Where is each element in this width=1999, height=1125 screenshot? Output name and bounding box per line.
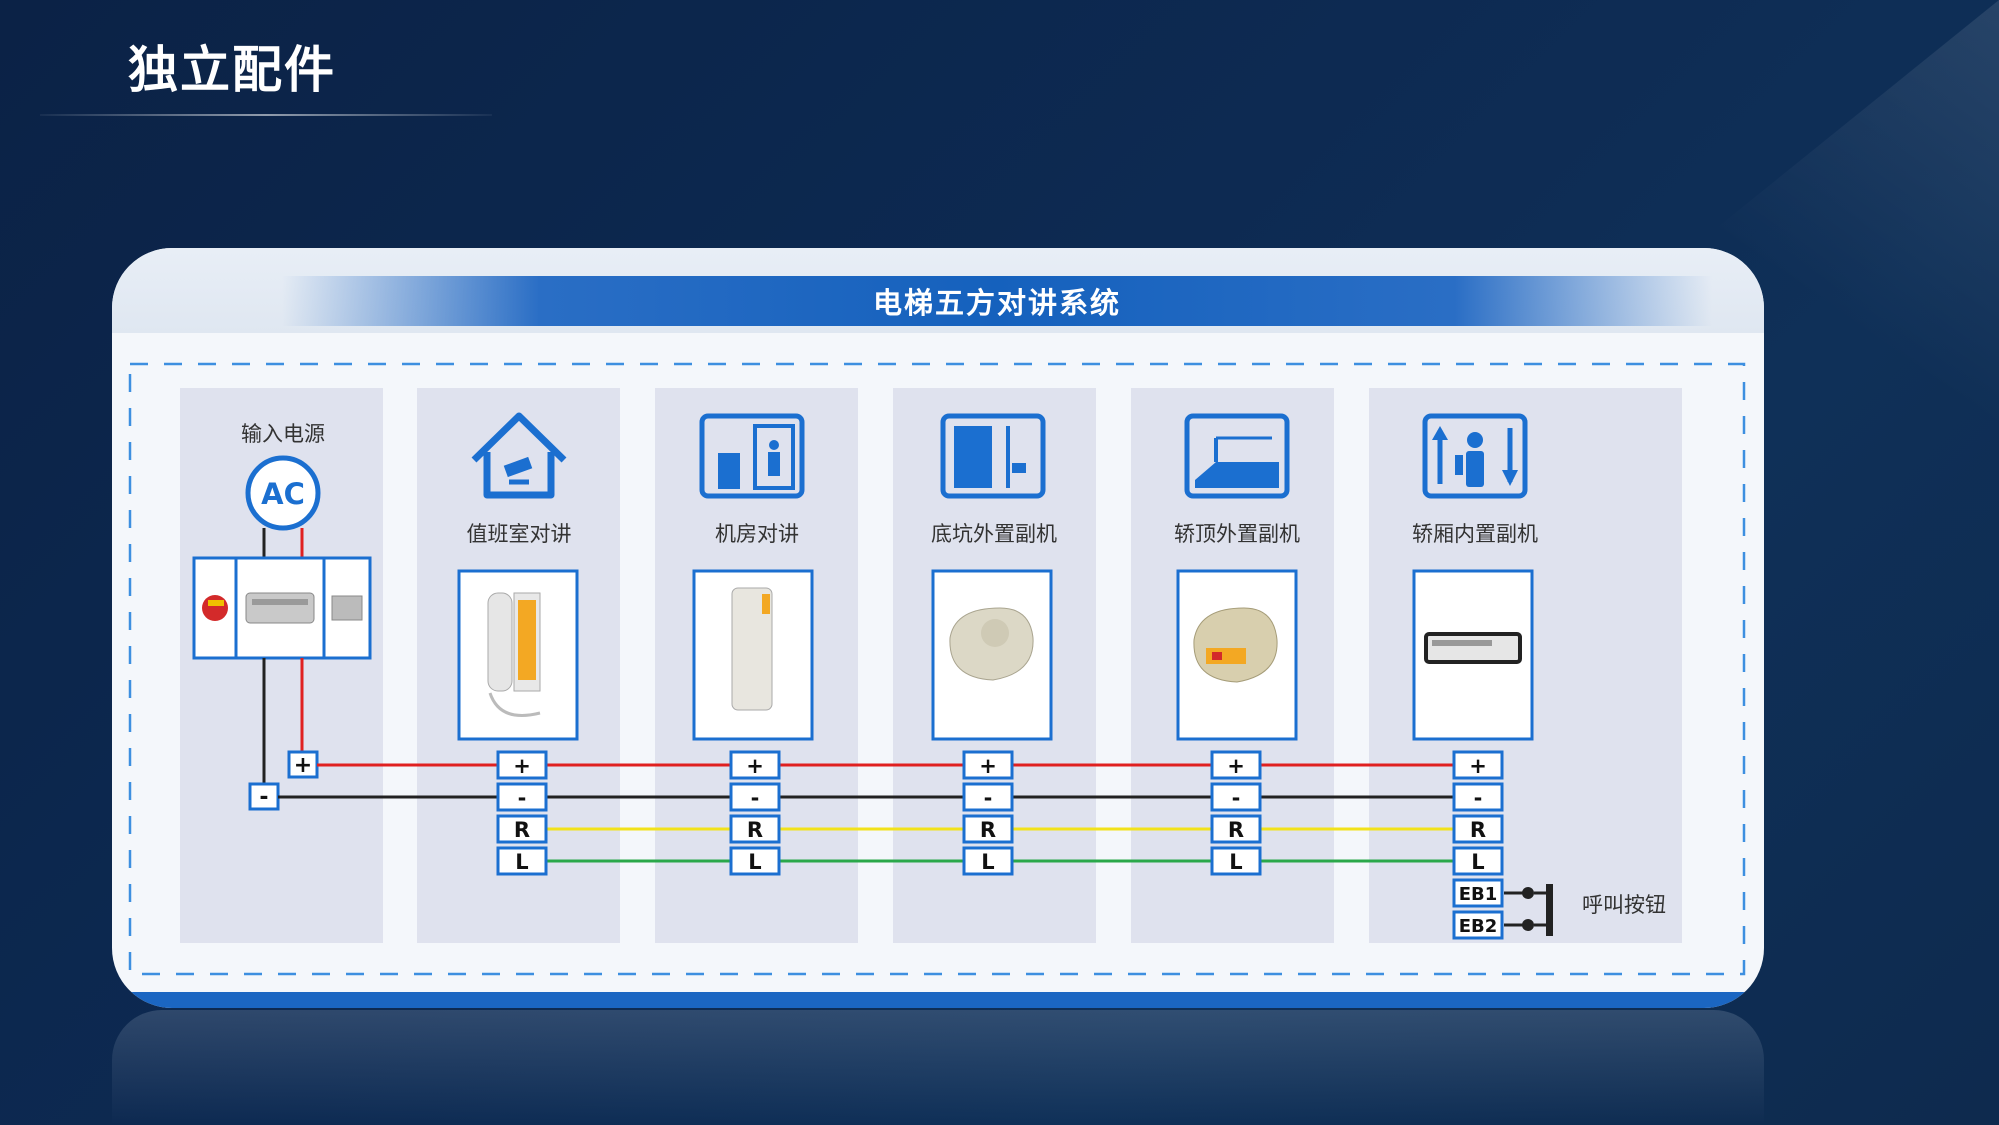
- house-camera-icon: [471, 412, 567, 499]
- pit-room-icon: [940, 413, 1046, 499]
- machine-room-icon: [699, 413, 805, 499]
- device-roof-speaker: [1176, 569, 1298, 741]
- terminal-label: -: [1474, 786, 1483, 810]
- power-supply-device: [192, 556, 372, 660]
- terminal-box: [1452, 814, 1504, 844]
- terminal-label-eb1: EB1: [1459, 884, 1498, 905]
- terminal-label-eb2: EB2: [1459, 916, 1498, 937]
- terminal-box: [729, 750, 781, 780]
- terminal-label: -: [1232, 786, 1241, 810]
- terminal-box: [729, 782, 781, 812]
- device-pit-speaker: [931, 569, 1053, 741]
- wiring-diagram: 输入电源 AC + -: [128, 362, 1746, 976]
- terminal-box: [496, 846, 548, 876]
- terminal-label: R: [514, 818, 530, 842]
- station-label-2: 机房对讲: [715, 522, 799, 546]
- terminal-label: +: [1227, 754, 1245, 778]
- station-label-1: 值班室对讲: [467, 522, 572, 546]
- terminal-box: [962, 846, 1014, 876]
- terminal-box: [1210, 846, 1262, 876]
- terminal-box: [1210, 782, 1262, 812]
- station-label-4: 轿顶外置副机: [1174, 522, 1300, 546]
- terminal-box-eb1: [1452, 878, 1504, 908]
- terminal-box: [962, 750, 1014, 780]
- terminal-label: -: [518, 786, 527, 810]
- terminal-box: [1452, 750, 1504, 780]
- terminal-box: [729, 814, 781, 844]
- station-label-5: 轿厢内置副机: [1412, 522, 1538, 546]
- elevator-car-icon: [1422, 413, 1528, 499]
- terminal-box: [962, 782, 1014, 812]
- terminal-label: -: [751, 786, 760, 810]
- terminal-box: [729, 846, 781, 876]
- card-reflection: [112, 1010, 1764, 1125]
- station-label-3: 底坑外置副机: [931, 522, 1057, 546]
- device-wall-handset: [692, 569, 814, 741]
- call-button-symbol: [1546, 884, 1553, 936]
- title-underline: [40, 114, 492, 116]
- terminal-label: R: [747, 818, 763, 842]
- ac-badge-text: AC: [261, 477, 305, 511]
- terminal-box: [962, 814, 1014, 844]
- terminal-label: -: [984, 786, 993, 810]
- eb1-node: [1522, 887, 1534, 899]
- diagram-title-banner: 电梯五方对讲系统: [282, 276, 1712, 326]
- device-car-module: [1412, 569, 1534, 741]
- terminal-box: [1210, 750, 1262, 780]
- terminal-label: R: [1228, 818, 1244, 842]
- diagram-title: 电梯五方对讲系统: [872, 286, 1121, 320]
- terminal-box: [496, 782, 548, 812]
- terminal-label: L: [515, 850, 528, 874]
- terminal-label: L: [748, 850, 761, 874]
- terminal-box: [1452, 782, 1504, 812]
- terminal-label: R: [980, 818, 996, 842]
- card-bottom-band: [112, 992, 1764, 1008]
- power-label: 输入电源: [241, 422, 325, 446]
- ac-badge: [245, 455, 321, 531]
- power-terminal-minus-label: -: [259, 785, 268, 810]
- car-roof-icon: [1184, 413, 1290, 499]
- power-terminal-plus-label: +: [294, 753, 312, 778]
- terminal-box: [1210, 814, 1262, 844]
- device-desk-intercom: [457, 569, 579, 741]
- terminal-label: +: [746, 754, 764, 778]
- terminal-label: +: [1469, 754, 1487, 778]
- terminal-label: +: [979, 754, 997, 778]
- terminal-box: [1452, 846, 1504, 876]
- terminal-box: [496, 814, 548, 844]
- terminal-label: L: [981, 850, 994, 874]
- dashed-frame: [128, 362, 1746, 976]
- terminal-label: L: [1471, 850, 1484, 874]
- page-title: 独立配件: [128, 41, 336, 99]
- eb2-node: [1522, 919, 1534, 931]
- terminal-label: +: [513, 754, 531, 778]
- diagram-card: 电梯五方对讲系统 输入电源 AC + -: [112, 248, 1764, 1008]
- terminal-label: L: [1229, 850, 1242, 874]
- terminal-box: [496, 750, 548, 780]
- terminal-label: R: [1470, 818, 1486, 842]
- call-button-label: 呼叫按钮: [1582, 893, 1666, 917]
- terminal-box-eb2: [1452, 910, 1504, 940]
